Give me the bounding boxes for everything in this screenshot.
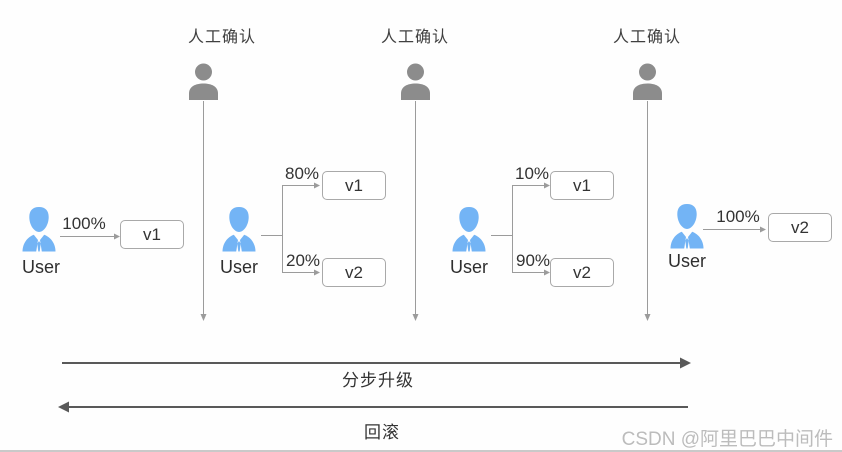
- user-icon: [452, 207, 486, 252]
- traffic-percent: 90%: [515, 251, 551, 270]
- confirm-label-3: 人工确认: [612, 29, 681, 46]
- watermark: CSDN @阿里巴巴中间件: [621, 429, 833, 450]
- user-label: User: [21, 257, 60, 277]
- confirm-person-icon: [401, 63, 430, 100]
- confirm-person-icon: [633, 63, 662, 100]
- traffic-percent: 100%: [716, 207, 760, 226]
- traffic-percent: 80%: [284, 164, 320, 183]
- traffic-percent: 10%: [514, 164, 550, 183]
- confirm-person-icon: [189, 63, 218, 100]
- traffic-percent: 20%: [285, 251, 321, 270]
- user-label: User: [219, 257, 258, 277]
- confirm-label-1: 人工确认: [187, 29, 256, 46]
- version-box: v2: [768, 213, 832, 242]
- flow-arrowheads: [114, 182, 766, 321]
- confirm-label-2: 人工确认: [380, 29, 449, 46]
- version-box: v1: [322, 171, 386, 200]
- version-box: v2: [322, 258, 386, 287]
- user-icon: [222, 207, 256, 252]
- version-box: v1: [550, 171, 614, 200]
- traffic-percent: 100%: [62, 214, 106, 233]
- rollback-direction-label: 回滚: [364, 423, 400, 442]
- user-label: User: [449, 257, 488, 277]
- bottom-arrows: [58, 357, 691, 413]
- version-box: v2: [550, 258, 614, 287]
- user-icon: [670, 204, 704, 249]
- user-icon: [22, 207, 56, 252]
- upgrade-direction-label: 分步升级: [342, 371, 414, 390]
- version-box: v1: [120, 220, 184, 249]
- flow-lines: [60, 101, 761, 316]
- user-label: User: [667, 251, 706, 271]
